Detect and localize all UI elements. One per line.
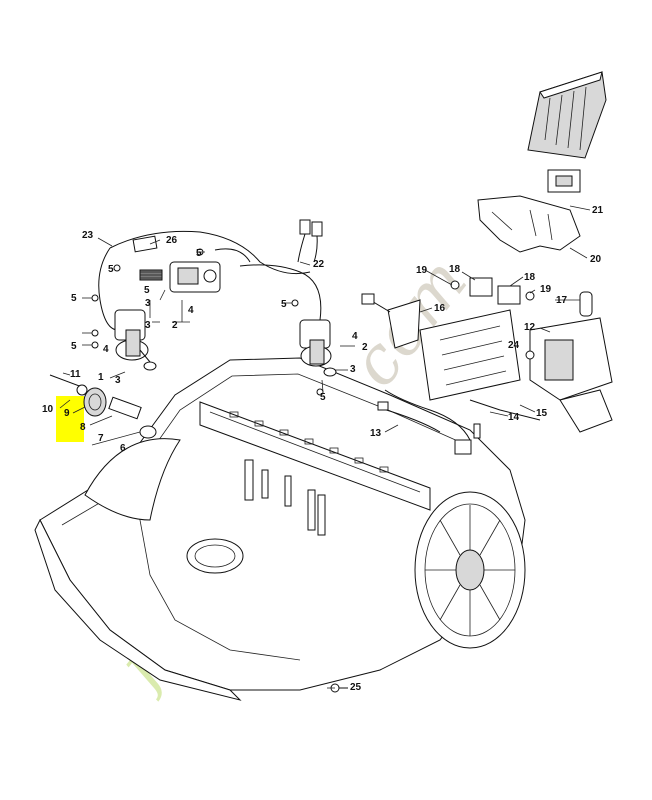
callout-5-e: 5 — [281, 299, 287, 310]
callout-19-a: 19 — [416, 265, 428, 276]
handle-cover — [527, 71, 607, 193]
callout-8: 8 — [80, 422, 86, 433]
callout-2-b: 2 — [362, 342, 368, 353]
part-16-bracket — [361, 293, 421, 349]
callout-26: 26 — [166, 235, 178, 246]
callout-labels: 23 26 5 5 22 5 5 3 4 2 3 5 5 4 1 3 4 2 3… — [42, 205, 604, 693]
callout-24: 24 — [508, 340, 520, 351]
small-parts-18-19 — [450, 277, 535, 305]
callout-4-c: 4 — [352, 331, 358, 342]
callout-5-b: 5 — [108, 264, 114, 275]
callout-20: 20 — [590, 254, 602, 265]
part-26-clip — [132, 235, 158, 253]
cables-13-14 — [377, 389, 481, 455]
part-15-control-box — [419, 309, 541, 421]
callout-3-a: 3 — [145, 298, 151, 309]
callout-9: 9 — [64, 408, 70, 419]
left-switch-motor — [114, 309, 157, 371]
callout-17: 17 — [556, 295, 568, 306]
callout-19-b: 19 — [540, 284, 552, 295]
callout-12: 12 — [524, 322, 536, 333]
connector-22 — [239, 219, 323, 321]
callout-15: 15 — [536, 408, 548, 419]
callout-18-a: 18 — [449, 264, 461, 275]
cable-assembly-left — [98, 230, 311, 331]
callout-11: 11 — [70, 369, 81, 380]
callout-6: 6 — [120, 443, 126, 454]
callout-5-d: 5 — [144, 285, 150, 296]
part-12-switch-box — [529, 291, 613, 433]
callout-1: 1 — [98, 372, 104, 383]
callout-13: 13 — [370, 428, 382, 439]
callout-3-b: 3 — [145, 320, 151, 331]
part-9-highlight — [56, 396, 84, 442]
callout-2-a: 2 — [172, 320, 178, 331]
callout-14: 14 — [508, 412, 520, 423]
callout-5-a: 5 — [196, 248, 202, 259]
callout-5-g: 5 — [320, 392, 326, 403]
callout-5-c: 5 — [71, 293, 77, 304]
callout-3-c: 3 — [115, 375, 121, 386]
callout-4-a: 4 — [188, 305, 194, 316]
callout-4-b: 4 — [103, 344, 109, 355]
spring — [139, 269, 163, 281]
mower-deck — [34, 357, 526, 701]
callout-10: 10 — [42, 404, 54, 415]
callout-22: 22 — [313, 259, 325, 270]
switch-module — [169, 261, 221, 293]
callout-7: 7 — [98, 433, 104, 444]
right-switch-motor — [299, 319, 337, 377]
switch-housing — [477, 195, 581, 253]
callout-16: 16 — [434, 303, 446, 314]
drive-parts — [49, 374, 157, 439]
callout-5-f: 5 — [71, 341, 77, 352]
callout-23: 23 — [82, 230, 94, 241]
callout-21: 21 — [592, 205, 604, 216]
callout-25: 25 — [350, 682, 362, 693]
leader-lines — [59, 205, 591, 689]
callout-3-d: 3 — [350, 364, 356, 375]
screws — [91, 248, 535, 693]
callout-18-b: 18 — [524, 272, 536, 283]
